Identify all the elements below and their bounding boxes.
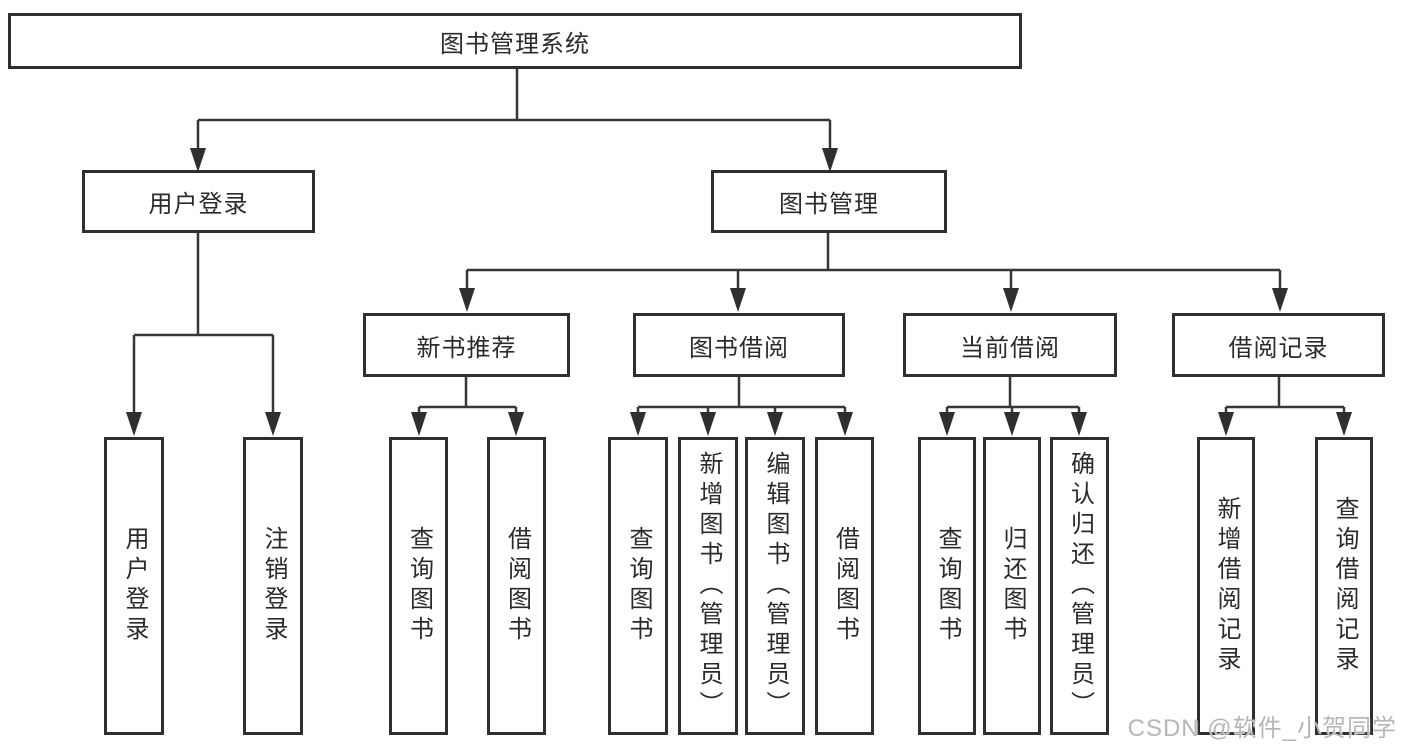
leaf-label: 查询图书 xyxy=(934,526,961,646)
leaf-logout: 注销登录 xyxy=(243,437,303,735)
node-label: 图书管理 xyxy=(779,191,879,218)
leaf-borrow-books-recommend: 借阅图书 xyxy=(487,437,546,735)
leaf-return-books: 归还图书 xyxy=(983,437,1041,735)
node-new-book-recommendation: 新书推荐 xyxy=(363,313,570,377)
leaf-label: 归还图书 xyxy=(999,526,1026,646)
leaf-add-borrow-record: 新增借阅记录 xyxy=(1197,437,1255,735)
node-book-borrowing: 图书借阅 xyxy=(633,313,845,377)
leaf-add-books-admin: 新增图书（管理员） xyxy=(678,437,738,735)
leaf-edit-books-admin: 编辑图书（管理员） xyxy=(745,437,805,735)
leaf-label: 查询图书 xyxy=(625,526,652,646)
node-label: 新书推荐 xyxy=(416,334,517,362)
leaf-label: 用户登录 xyxy=(121,526,148,646)
node-label: 借阅记录 xyxy=(1228,334,1329,362)
leaf-label: 借阅图书 xyxy=(503,526,531,646)
node-book-management-branch: 图书管理 xyxy=(711,170,947,233)
leaf-query-books-current: 查询图书 xyxy=(918,437,976,735)
node-user-login-branch: 用户登录 xyxy=(82,170,315,233)
leaf-borrow-books-borrowing: 借阅图书 xyxy=(815,437,874,735)
leaf-label: 新增借阅记录 xyxy=(1213,496,1240,676)
leaf-label: 借阅图书 xyxy=(831,526,859,646)
node-label: 图书管理系统 xyxy=(440,30,590,58)
leaf-confirm-return-admin: 确认归还（管理员） xyxy=(1050,437,1109,735)
node-borrowing-records: 借阅记录 xyxy=(1172,313,1385,377)
leaf-label: 查询借阅记录 xyxy=(1331,496,1358,676)
node-label: 图书借阅 xyxy=(689,334,789,362)
leaf-query-borrow-record: 查询借阅记录 xyxy=(1315,437,1373,735)
node-current-borrowing: 当前借阅 xyxy=(903,313,1117,377)
leaf-query-books-borrowing: 查询图书 xyxy=(608,437,668,735)
leaf-label: 查询图书 xyxy=(405,526,433,646)
leaf-user-login: 用户登录 xyxy=(104,437,164,735)
leaf-label: 编辑图书（管理员） xyxy=(762,451,789,721)
leaf-label: 确认归还（管理员） xyxy=(1066,451,1094,721)
node-label: 当前借阅 xyxy=(960,334,1060,362)
node-label: 用户登录 xyxy=(148,191,249,218)
leaf-label: 注销登录 xyxy=(260,526,287,646)
leaf-query-books-recommend: 查询图书 xyxy=(389,437,448,735)
node-library-management-system: 图书管理系统 xyxy=(8,13,1022,69)
leaf-label: 新增图书（管理员） xyxy=(695,451,722,721)
csdn-watermark: CSDN @软件_小贺同学 xyxy=(1127,715,1397,742)
